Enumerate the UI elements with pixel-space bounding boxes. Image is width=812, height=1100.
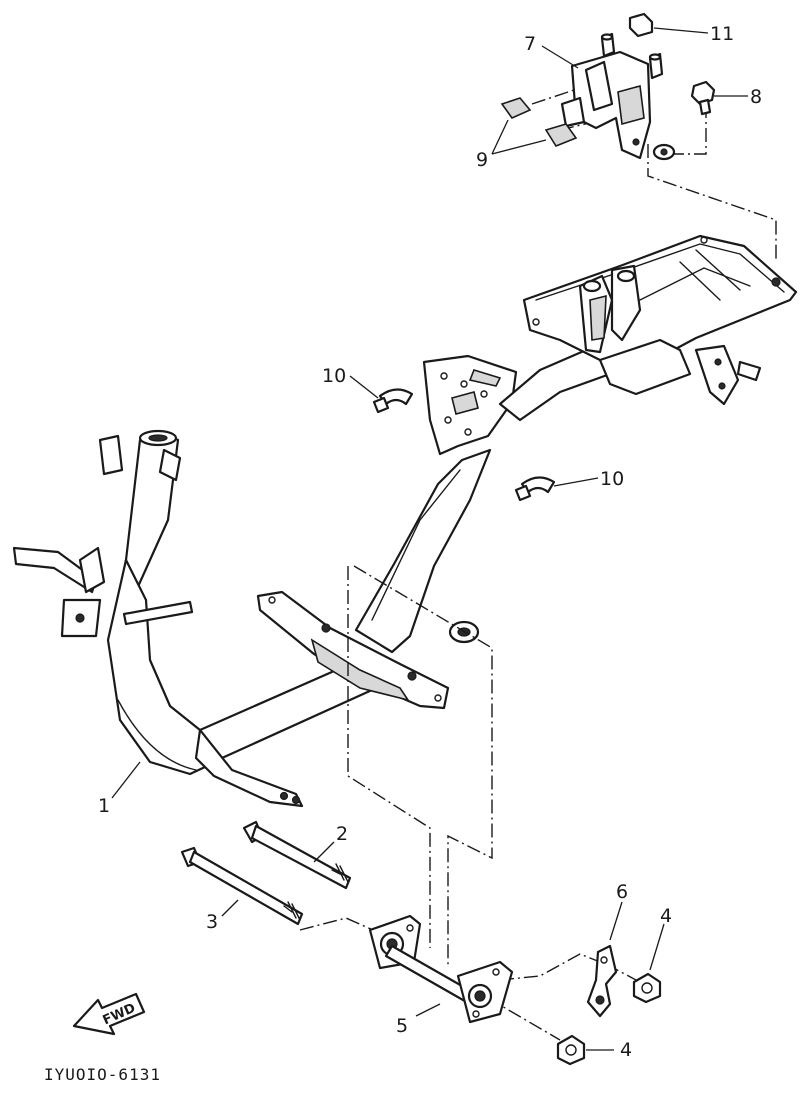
main-frame [12,234,798,808]
fwd-arrow: FWD [72,992,146,1036]
long-bolt [242,820,352,890]
short-bolt [180,846,304,926]
callouts: 1 2 3 4 4 5 6 7 8 9 10 10 11 [98,23,762,1061]
callout-9: 9 [476,149,488,171]
callout-5: 5 [396,1015,408,1037]
callout-7: 7 [524,33,536,55]
top-bolt [690,80,716,116]
cap [628,12,654,38]
callout-11: 11 [710,23,734,45]
nut-right [632,972,662,1004]
callout-1: 1 [98,795,110,817]
callout-4-bottom: 4 [620,1039,632,1061]
callout-10-right: 10 [600,468,624,490]
pad-upper [500,97,532,119]
leader-lines [111,27,748,1051]
clamp-left [372,388,414,414]
mount-bracket [560,32,676,161]
clamp-right [514,476,556,502]
callout-2: 2 [336,823,348,845]
callout-4-right: 4 [660,905,672,927]
callout-10-left: 10 [322,365,346,387]
engine-bracket [368,914,514,1024]
assembly-lines [299,89,777,1041]
callout-6: 6 [616,881,628,903]
small-bracket [586,944,618,1018]
nut-bottom [556,1034,586,1066]
callout-8: 8 [750,86,762,108]
drawing-code: IYUOIO-6131 [44,1065,161,1084]
pad-lower [544,123,578,147]
callout-3: 3 [206,911,218,933]
